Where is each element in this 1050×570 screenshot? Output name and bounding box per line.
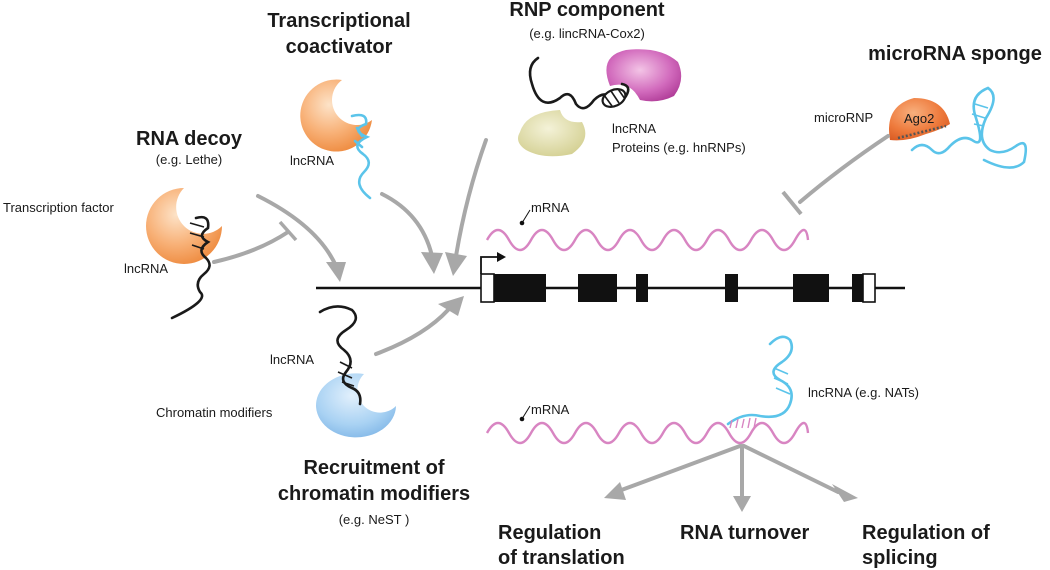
outcome-turnover: RNA turnover — [680, 522, 809, 544]
nat-lncrna — [726, 335, 794, 429]
decoy-inhibit-line — [212, 230, 290, 264]
chromatin-panel: lncRNA Chromatin modifiers Recruitment o… — [156, 305, 470, 527]
coactivator-protein — [300, 79, 372, 152]
mrna-pointer-line — [521, 209, 531, 224]
chromatin-lncrna — [318, 305, 362, 406]
decoy-lncrna-label: lncRNA — [124, 261, 168, 276]
chromatin-example: (e.g. NeST ) — [339, 512, 410, 527]
exon-1 — [494, 274, 546, 302]
sponge-inhibit-line — [798, 134, 890, 204]
outcome-splicing-2: splicing — [862, 547, 938, 569]
transcription-factor-protein — [146, 188, 222, 264]
chromatin-lncrna-label: lncRNA — [270, 352, 314, 367]
exon-4 — [725, 274, 738, 302]
rnp-purple-protein — [606, 49, 682, 102]
tf-label: Transcription factor — [3, 200, 114, 215]
outcome-translation-2: of translation — [498, 547, 625, 569]
chromatin-modifiers-label: Chromatin modifiers — [156, 405, 273, 420]
mrna-wave-bottom — [485, 421, 810, 445]
coactivator-lncrna-label: lncRNA — [290, 153, 334, 168]
arrow-translation — [614, 444, 742, 494]
arrow-from-chromatin — [374, 308, 450, 356]
sponge-inhibit-bar — [781, 190, 803, 216]
arrow-from-coactivator — [380, 192, 434, 258]
mrna-pointer-line-bottom — [521, 405, 531, 420]
rnp-proteins-label: Proteins (e.g. hnRNPs) — [612, 140, 746, 155]
microrna-label: microRNP — [814, 110, 873, 125]
exon-6 — [852, 274, 863, 302]
microrna-strand — [897, 124, 947, 140]
coactivator-panel: Transcriptional coactivator lncRNA — [267, 10, 411, 200]
exon-2 — [578, 274, 617, 302]
chromatin-modifier-protein — [316, 373, 396, 438]
activation-arrows — [256, 138, 488, 356]
chromatin-title-2: chromatin modifiers — [278, 483, 470, 505]
rnp-panel: RNP component (e.g. lincRNA-Cox2) lncRNA… — [509, 0, 746, 157]
outcome-translation-1: Regulation — [498, 522, 601, 544]
rnp-lncrna-label: lncRNA — [612, 121, 656, 136]
arrow-from-decoy — [256, 194, 338, 268]
arrow-splicing — [742, 444, 840, 494]
mrna-label-bottom: mRNA — [531, 402, 570, 417]
nat-lncrna-label: lncRNA (e.g. NATs) — [808, 385, 919, 400]
utr-3 — [862, 273, 876, 303]
utr-5 — [480, 273, 495, 303]
ago2-label: Ago2 — [904, 111, 934, 126]
decoy-example: (e.g. Lethe) — [156, 152, 223, 167]
exon-5 — [793, 274, 829, 302]
decoy-lncrna — [170, 215, 211, 320]
decoy-inhibit-bar — [278, 220, 298, 242]
gene-mrna: mRNA — [485, 200, 810, 252]
outcome-splicing-1: Regulation of — [862, 522, 990, 544]
rnp-lncrna — [528, 56, 630, 110]
tss-arrow — [480, 256, 497, 274]
rnp-olive-protein — [518, 110, 586, 157]
mrna-wave-top — [485, 228, 810, 252]
arrow-from-rnp — [454, 138, 488, 258]
nat-panel: mRNA lncRNA (e.g. NATs) — [485, 335, 919, 445]
coactivator-title-1: Transcriptional — [267, 10, 410, 32]
coactivator-title-2: coactivator — [286, 36, 393, 58]
chromatin-title-1: Recruitment of — [303, 457, 444, 479]
decoy-title: RNA decoy — [136, 128, 243, 150]
rnp-example: (e.g. lincRNA-Cox2) — [529, 26, 645, 41]
sponge-title: microRNA sponge — [868, 43, 1042, 65]
decoy-panel: RNA decoy (e.g. Lethe) Transcription fac… — [3, 128, 298, 320]
sponge-lncrna — [910, 86, 1028, 169]
exon-3 — [636, 274, 648, 302]
mrna-label-top: mRNA — [531, 200, 570, 215]
outcomes: Regulation of translation RNA turnover R… — [498, 444, 990, 569]
tss-arrowhead — [497, 252, 506, 262]
rnp-title: RNP component — [509, 0, 665, 21]
sponge-panel: microRNA sponge Ago2 microRNP — [781, 43, 1042, 216]
coactivator-lncrna — [350, 113, 372, 200]
gene-locus — [316, 252, 905, 303]
